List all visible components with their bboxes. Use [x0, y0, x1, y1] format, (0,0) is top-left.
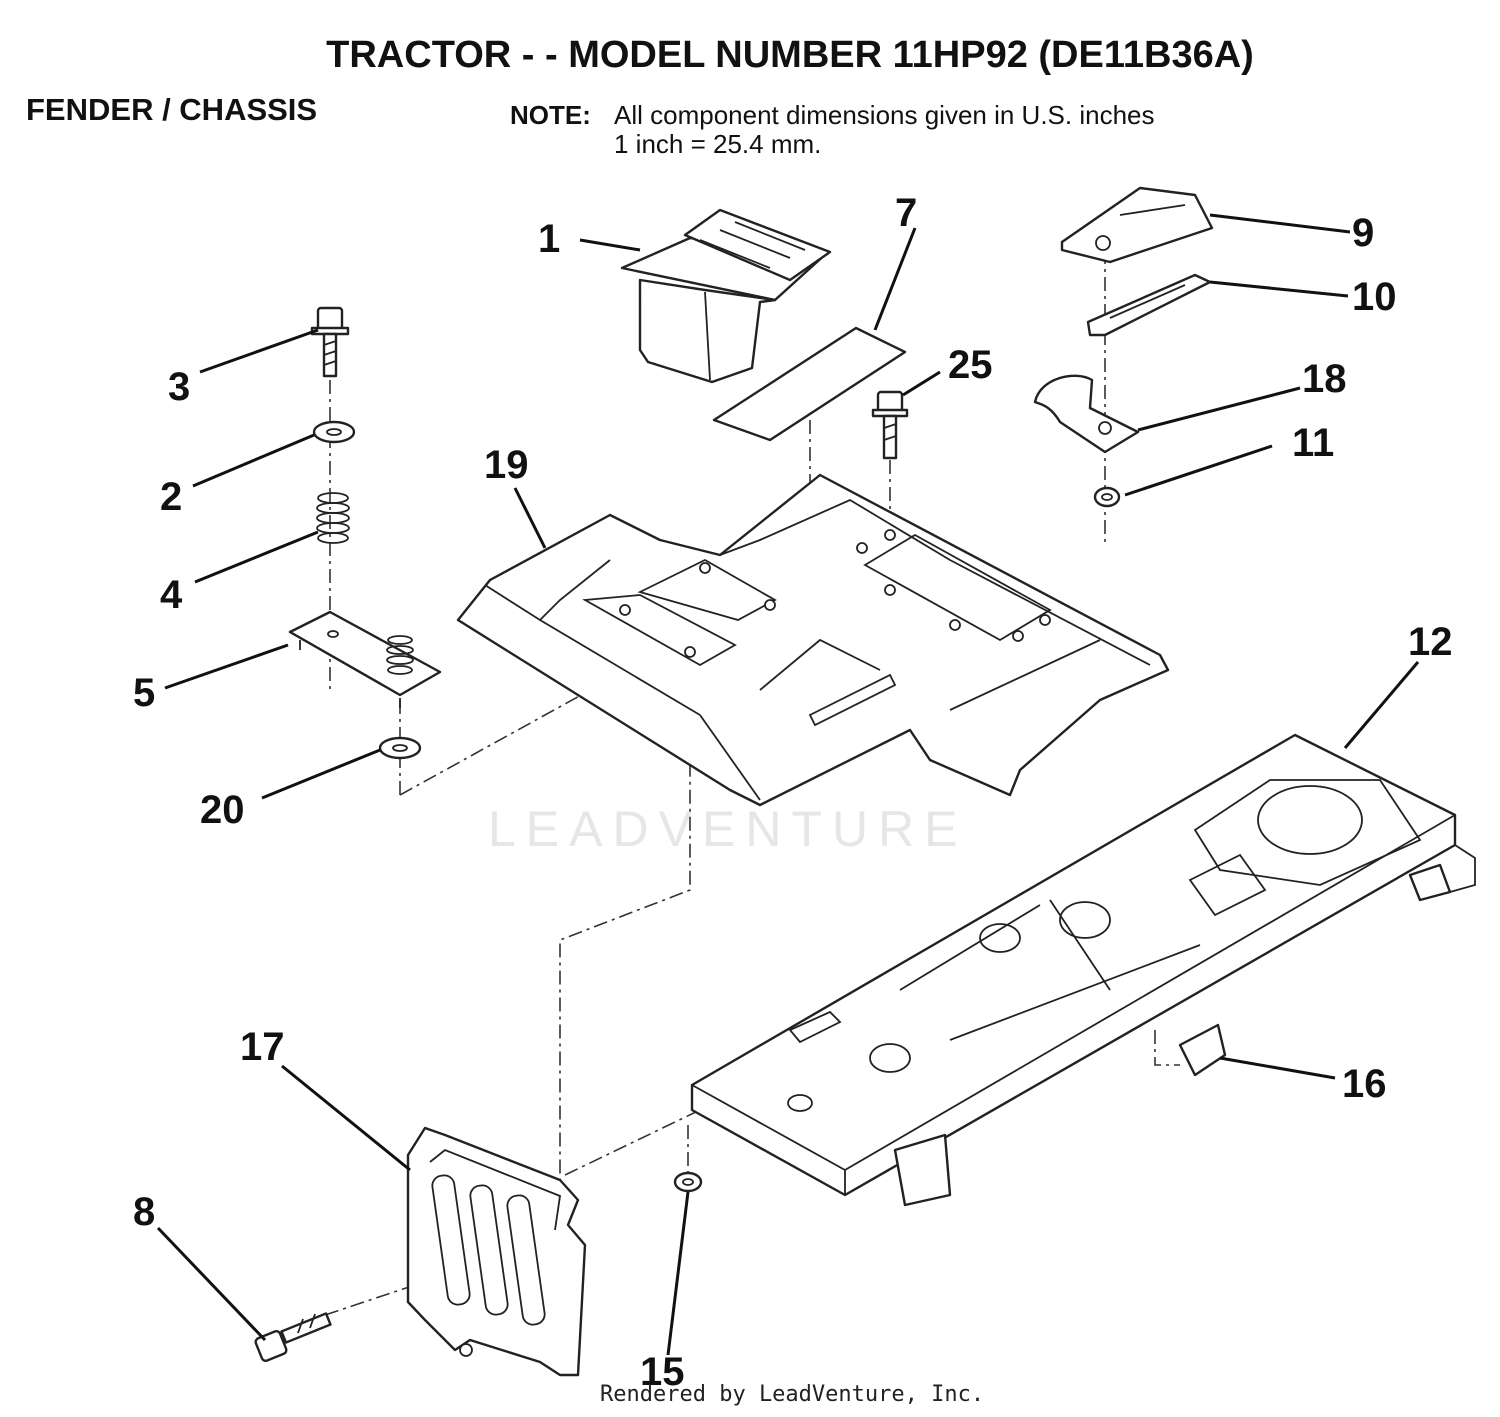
- watermark-text: LEADVENTURE: [488, 801, 968, 857]
- callout-17: 17: [240, 1025, 285, 1069]
- callout-20: 20: [200, 788, 245, 832]
- callout-1: 1: [538, 217, 560, 261]
- part-10-plate: [1086, 273, 1212, 337]
- callout-12: 12: [1408, 620, 1453, 664]
- part-5-spring-bracket: [288, 610, 442, 708]
- part-8-bolt: [254, 1312, 332, 1362]
- callout-16: 16: [1342, 1062, 1387, 1106]
- callout-11: 11: [1292, 421, 1334, 465]
- callout-18: 18: [1302, 357, 1347, 401]
- part-3-bolt: [310, 306, 350, 378]
- part-19-fender: [456, 473, 1170, 807]
- callout-8: 8: [133, 1190, 155, 1234]
- note-line-1: All component dimensions given in U.S. i…: [614, 100, 1155, 130]
- section-title: FENDER / CHASSIS: [26, 92, 318, 127]
- part-18-clamp: [1033, 374, 1140, 454]
- part-7-decal: [712, 326, 907, 442]
- part-4-spring: [316, 492, 350, 544]
- callout-7: 7: [895, 191, 917, 235]
- part-16-shield: [1178, 1023, 1227, 1077]
- part-15-nut: [673, 1171, 703, 1193]
- part-25-bolt: [871, 390, 909, 460]
- part-1-storage-tray: [620, 208, 832, 384]
- callout-leader-lines: [156, 213, 1420, 1356]
- footer-credit: Rendered by LeadVenture, Inc.: [600, 1382, 985, 1407]
- diagram-title: TRACTOR - - MODEL NUMBER 11HP92 (DE11B36…: [326, 34, 1254, 76]
- callout-10: 10: [1352, 275, 1397, 319]
- note-line-2: 1 inch = 25.4 mm.: [614, 129, 822, 159]
- note-label: NOTE:: [510, 100, 591, 130]
- callout-25: 25: [948, 343, 993, 387]
- part-20-washer: [378, 736, 422, 760]
- callout-19: 19: [484, 443, 529, 487]
- callout-4: 4: [160, 573, 183, 617]
- callout-2: 2: [160, 475, 182, 519]
- callout-numbers: 1 7 9 10 18 11 25 3 2 4 5 20 19 12 16 17…: [133, 191, 1453, 1394]
- callout-9: 9: [1352, 211, 1374, 255]
- part-9-cover: [1060, 186, 1214, 264]
- callout-5: 5: [133, 671, 155, 715]
- callout-3: 3: [168, 365, 190, 409]
- part-12-chassis-frame: [690, 733, 1476, 1207]
- part-17-mounting-plate: [406, 1126, 587, 1377]
- part-11-nut: [1093, 486, 1121, 508]
- part-2-washer: [312, 420, 356, 444]
- callout-15: 15: [640, 1350, 685, 1394]
